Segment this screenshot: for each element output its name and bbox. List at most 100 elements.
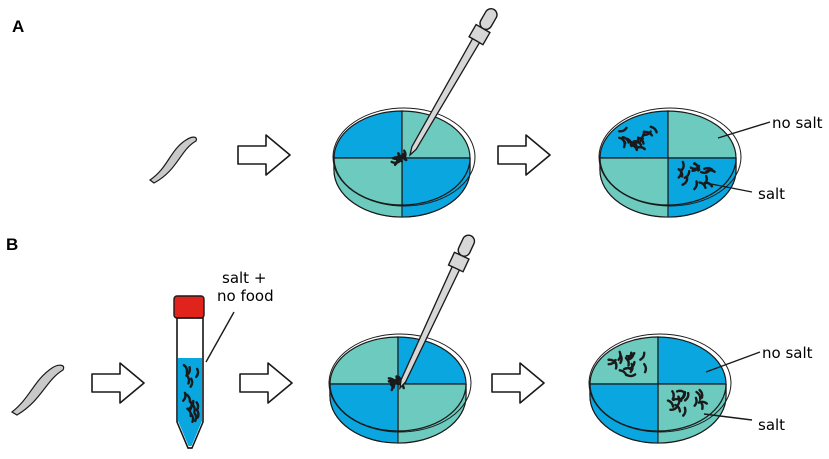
dish-lid <box>598 107 742 207</box>
tube-worm-mark <box>185 393 192 404</box>
panel-a-label: A <box>12 17 24 36</box>
panel-b-label: B <box>6 235 18 254</box>
tube-worm-mark <box>193 411 198 423</box>
worm-mark <box>674 403 682 413</box>
tube <box>173 295 205 449</box>
tube-worm-mark <box>185 367 192 377</box>
tube-cap <box>173 295 205 319</box>
worm-mark <box>642 130 652 137</box>
arrow-b-3 <box>491 362 545 404</box>
arrow-a-2 <box>497 134 551 176</box>
dish-quadrant-top-right <box>667 110 737 159</box>
tube-worm-mark <box>195 401 200 412</box>
tube-worms <box>182 363 200 423</box>
dish-quadrant-bottom-right <box>657 383 727 432</box>
arrow-a-1 <box>237 134 291 176</box>
dish-a-2 <box>598 107 742 218</box>
tube-label-line2: no food <box>217 287 274 305</box>
dish-lid <box>332 107 476 207</box>
tube-worm-mark <box>189 400 193 411</box>
worm-mark <box>681 406 687 417</box>
dish-quadrant-top-left <box>589 336 659 385</box>
worm-mark <box>639 351 646 361</box>
worm-mark <box>643 362 648 374</box>
callout-b-salt: salt <box>758 416 785 434</box>
tube-worm-mark <box>195 367 200 379</box>
dish-lid <box>328 333 472 433</box>
worm-mark <box>675 389 687 395</box>
worm-mark <box>705 169 716 173</box>
panel-a: A no salt salt <box>12 4 823 218</box>
callout-line-a-top <box>717 121 771 139</box>
worm-mark <box>618 126 628 133</box>
worm-cluster-mark <box>390 159 401 164</box>
tube-worm-mark <box>191 403 196 414</box>
worm-mark <box>680 160 685 172</box>
worm-mark <box>649 125 658 134</box>
worm-mark <box>683 391 690 402</box>
worm-mark <box>677 392 686 401</box>
panel-b: B salt + no food no salt salt <box>6 231 813 449</box>
dish-lid <box>588 333 732 433</box>
worm-mark <box>698 400 704 411</box>
worm-mark <box>619 353 623 365</box>
dish-quadrant-top-left <box>599 110 669 159</box>
dish-quadrant-bottom-left <box>599 157 669 206</box>
worm-b <box>10 364 65 416</box>
worm-a <box>148 136 197 184</box>
worm-mark <box>621 138 626 149</box>
worm-mark <box>621 135 630 144</box>
dish-quadrant-bottom-right <box>397 383 467 432</box>
dish-b-1 <box>328 333 472 444</box>
dish-quadrant-top-right <box>657 336 727 385</box>
worm-cluster-mark <box>398 154 408 162</box>
arrow-b-2 <box>239 362 293 404</box>
dish-a-1 <box>332 107 476 218</box>
tube-worm-mark <box>186 407 193 418</box>
worm-mark <box>695 390 702 401</box>
dish-quadrant-top-right <box>401 110 471 159</box>
worm-cluster-mark <box>395 152 401 163</box>
worm-mark <box>607 358 617 366</box>
worm-mark <box>669 404 679 411</box>
worm-mark <box>703 166 714 171</box>
callout-line-tube <box>205 311 235 363</box>
worm-mark <box>693 162 700 172</box>
dish-quadrant-bottom-left <box>329 383 399 432</box>
arrow-b-1 <box>91 362 145 404</box>
tube-worm-mark <box>182 363 189 374</box>
dish-quadrant-bottom-left <box>333 157 403 206</box>
callout-line-a-bottom <box>705 182 753 193</box>
worm-mark <box>607 358 617 365</box>
callout-line-b-top <box>705 351 761 373</box>
worm-mark <box>624 356 630 367</box>
dish-quadrant-top-left <box>329 336 399 385</box>
worm-mark <box>693 180 699 191</box>
callout-a-no-salt: no salt <box>772 114 823 132</box>
worm-cluster-mark <box>389 380 394 392</box>
worm-mark <box>636 136 645 145</box>
worm-mark <box>666 399 675 408</box>
dish-quadrant-top-left <box>333 110 403 159</box>
worm-mark <box>625 373 637 378</box>
worm-mark <box>681 177 689 186</box>
tube-label-line1: salt + <box>222 269 266 287</box>
dish-quadrant-bottom-right <box>667 157 737 206</box>
dish-quadrant-bottom-left <box>589 383 659 432</box>
worm-mark <box>698 388 704 399</box>
dish-quadrant-bottom-right <box>401 157 471 206</box>
worm-mark <box>618 369 628 377</box>
worm-mark <box>629 143 639 152</box>
worm-mark <box>635 145 646 151</box>
worm-mark <box>671 390 675 401</box>
callout-b-no-salt: no salt <box>762 344 813 362</box>
worm-cluster-mark <box>392 375 398 386</box>
callout-line-b-bottom <box>703 413 753 421</box>
tube-worm-mark <box>189 377 194 388</box>
worm-mark <box>622 366 634 371</box>
worm-mark <box>683 169 691 179</box>
worm-mark <box>698 181 707 189</box>
dish-b-2 <box>588 333 732 444</box>
callout-a-salt: salt <box>758 185 785 203</box>
